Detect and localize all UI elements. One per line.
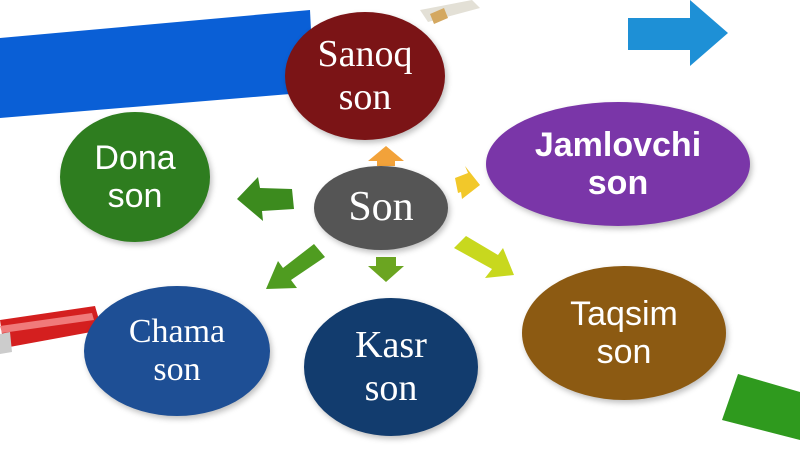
blue-band-decor [0,10,314,118]
node-jamlovchi-line1: Jamlovchi [534,125,702,164]
arrow-left [237,177,294,221]
center-label: Son [348,184,414,231]
node-sanoq-line2: son [338,76,392,118]
node-taqsim-line1: Taqsim [570,294,678,333]
pencil-left-decor [0,306,102,354]
node-kasr-son: Kasr son [304,298,478,436]
node-jamlovchi-son: Jamlovchi son [486,102,750,226]
top-right-arrow-decor [628,0,728,66]
node-kasr-line2: son [364,367,418,409]
arrow-down [368,257,404,282]
node-dona-son: Dona son [60,112,210,242]
arrow-up-shape [368,146,404,166]
node-dona-line1: Dona [94,138,176,177]
arrow-down-right [454,236,514,278]
node-chama-line2: son [153,351,201,388]
node-taqsim-son: Taqsim son [522,266,726,400]
center-node-son: Son [314,166,448,250]
node-chama-son: Chama son [84,286,270,416]
pencil-top-decor [420,0,480,24]
node-sanoq-line1: Sanoq [317,33,413,76]
bottom-right-band-decor [722,374,800,440]
node-kasr-line1: Kasr [355,324,427,367]
node-chama-line1: Chama [128,312,226,350]
node-dona-line2: son [107,177,163,215]
arrow-down-left [266,244,325,289]
arrow-up-right [455,166,480,199]
node-sanoq-son: Sanoq son [285,12,445,140]
node-jamlovchi-line2: son [587,164,649,202]
node-taqsim-line2: son [596,333,652,371]
